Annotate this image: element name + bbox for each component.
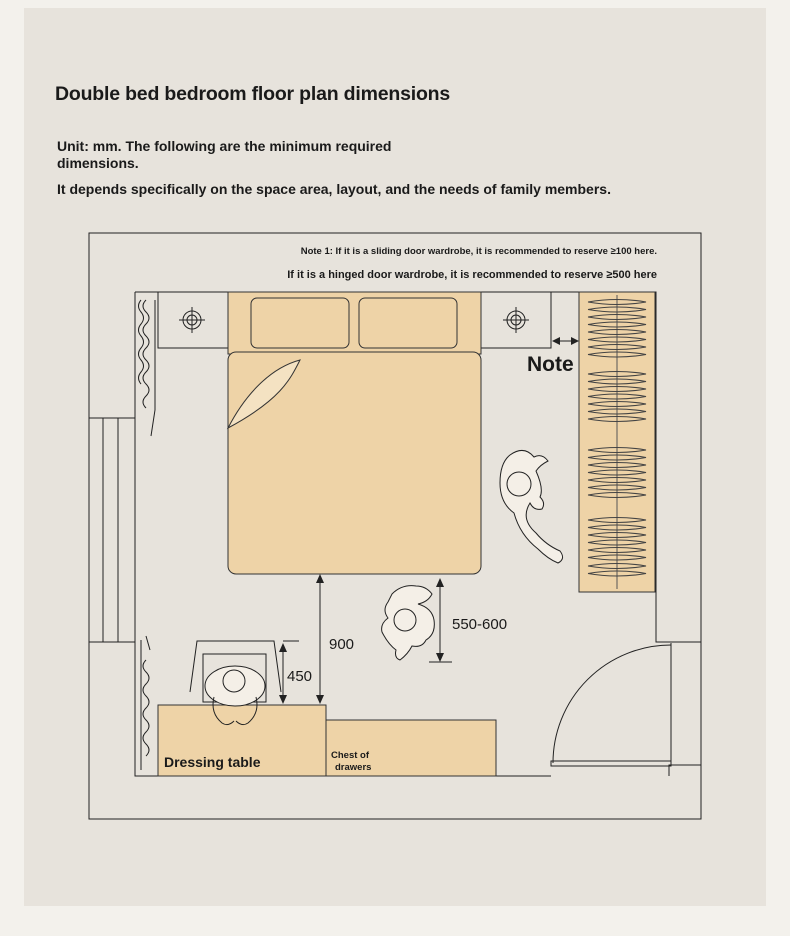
hanger bbox=[587, 378, 647, 385]
hanger bbox=[587, 370, 647, 378]
curtain-rod-top bbox=[150, 300, 156, 437]
hanger bbox=[587, 531, 647, 539]
lamp-icon-left bbox=[179, 307, 205, 333]
hanger bbox=[587, 351, 647, 358]
hanger bbox=[587, 393, 647, 400]
person-seated-icon bbox=[204, 665, 266, 726]
inner-wall bbox=[89, 291, 701, 777]
curtain-rod-bottom bbox=[140, 635, 151, 770]
hanger bbox=[587, 562, 647, 570]
hanger bbox=[587, 328, 647, 336]
hanger bbox=[587, 400, 647, 408]
folded-blanket bbox=[226, 359, 301, 430]
hanger bbox=[587, 461, 647, 469]
hanger bbox=[587, 539, 647, 546]
hanger bbox=[587, 570, 647, 577]
hanger bbox=[587, 476, 647, 484]
dimension-label-900: 900 bbox=[329, 636, 354, 653]
hanger bbox=[587, 408, 647, 415]
hanger bbox=[587, 516, 647, 524]
person-walking-icon bbox=[499, 450, 564, 564]
hanger bbox=[587, 336, 647, 343]
curtain-top-left-inner bbox=[138, 299, 144, 385]
hanger bbox=[587, 491, 647, 499]
person-standing-icon bbox=[381, 585, 435, 661]
dimension-label-450: 450 bbox=[287, 668, 312, 685]
chest-label-line2: drawers bbox=[335, 762, 371, 773]
note-marker: Note bbox=[527, 353, 574, 376]
wardrobe bbox=[578, 291, 656, 593]
hanger bbox=[587, 321, 647, 328]
hanger bbox=[587, 469, 647, 476]
hanger bbox=[587, 454, 647, 461]
pillow-left bbox=[250, 297, 350, 349]
hanger bbox=[587, 415, 647, 423]
page-title: Double bed bedroom floor plan dimensions bbox=[55, 83, 451, 105]
pillow-right bbox=[358, 297, 458, 349]
curtain-top-left bbox=[142, 299, 150, 409]
hanger bbox=[587, 524, 647, 531]
note-sliding-door: Note 1: If it is a sliding door wardrobe… bbox=[301, 246, 657, 257]
chest-label-line1: Chest of bbox=[331, 750, 370, 761]
hanger bbox=[587, 546, 647, 554]
note-hinged-door: If it is a hinged door wardrobe, it is r… bbox=[287, 269, 657, 281]
door bbox=[550, 643, 672, 767]
hanger bbox=[587, 343, 647, 351]
chest-of-drawers bbox=[325, 719, 497, 777]
curtain-bottom-left bbox=[142, 659, 150, 757]
hanger bbox=[587, 313, 647, 321]
dressing-table-label: Dressing table bbox=[164, 754, 261, 770]
hanger bbox=[587, 554, 647, 561]
dimension-label-walkway: 550-600 bbox=[452, 616, 507, 633]
lamp-icon-right bbox=[503, 307, 529, 333]
outer-wall bbox=[88, 232, 702, 820]
hanger bbox=[587, 298, 647, 306]
hanger bbox=[587, 306, 647, 313]
double-bed bbox=[226, 291, 482, 575]
hanger bbox=[587, 484, 647, 491]
hanger bbox=[587, 446, 647, 454]
intro-line-unit: Unit: mm. The following are the minimum … bbox=[57, 138, 392, 171]
intro-line-depends: It depends specifically on the space are… bbox=[57, 181, 611, 197]
window bbox=[102, 418, 119, 642]
hanger bbox=[587, 385, 647, 393]
